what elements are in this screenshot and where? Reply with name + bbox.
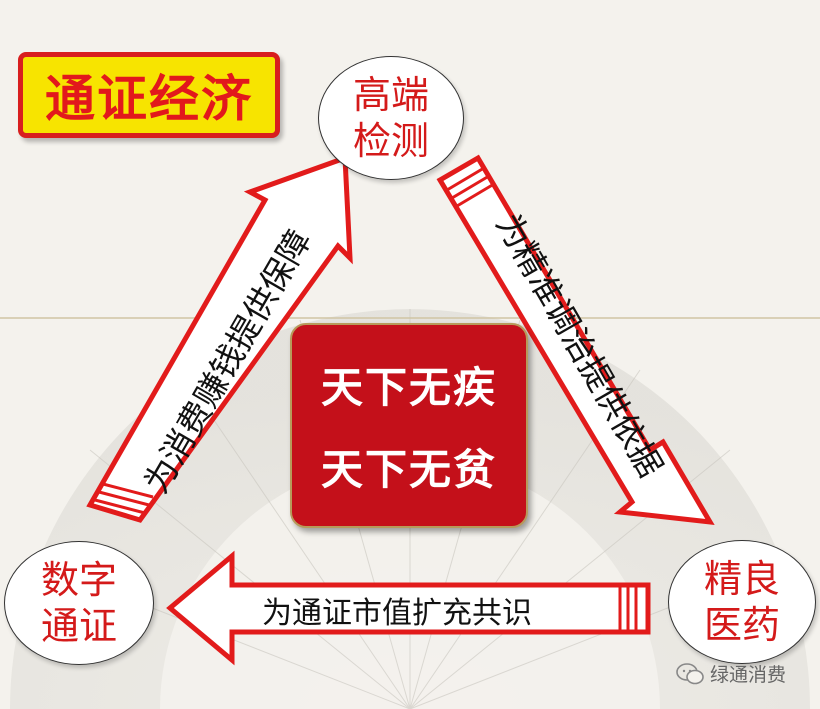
node-left-line-1: 数字: [40, 558, 117, 602]
node-top-line-1: 高端: [352, 73, 429, 117]
node-fine-medicine: 精良 医药: [668, 540, 816, 664]
arrow-right-down: [436, 154, 715, 526]
center-line-1: 天下无疾: [320, 362, 497, 412]
center-line-2: 天下无贫: [320, 445, 497, 495]
arrow-bottom-left: [166, 550, 651, 666]
node-digital-token: 数字 通证: [4, 541, 154, 665]
node-right-line-1: 精良: [703, 557, 780, 601]
node-high-end-testing: 高端 检测: [318, 56, 464, 180]
node-top-line-2: 检测: [352, 119, 429, 163]
page-title: 通证经济: [45, 70, 253, 128]
arrow-left-up: [86, 154, 353, 523]
center-box: 天下无疾 天下无贫: [290, 323, 528, 528]
node-left-line-2: 通证: [40, 604, 117, 648]
arrow-right-down-bands: [446, 166, 495, 208]
title-box: 通证经济: [18, 52, 280, 138]
arrow-bottom-left-bands: [618, 587, 638, 630]
node-right-line-2: 医药: [703, 603, 780, 647]
watermark: 绿通消费: [676, 660, 786, 687]
wechat-icon: [676, 662, 704, 684]
arrow-left-up-bands: [94, 482, 154, 515]
arrow-label-bottom-left: 为通证市值扩充共识: [262, 596, 532, 631]
watermark-text: 绿通消费: [710, 664, 787, 686]
